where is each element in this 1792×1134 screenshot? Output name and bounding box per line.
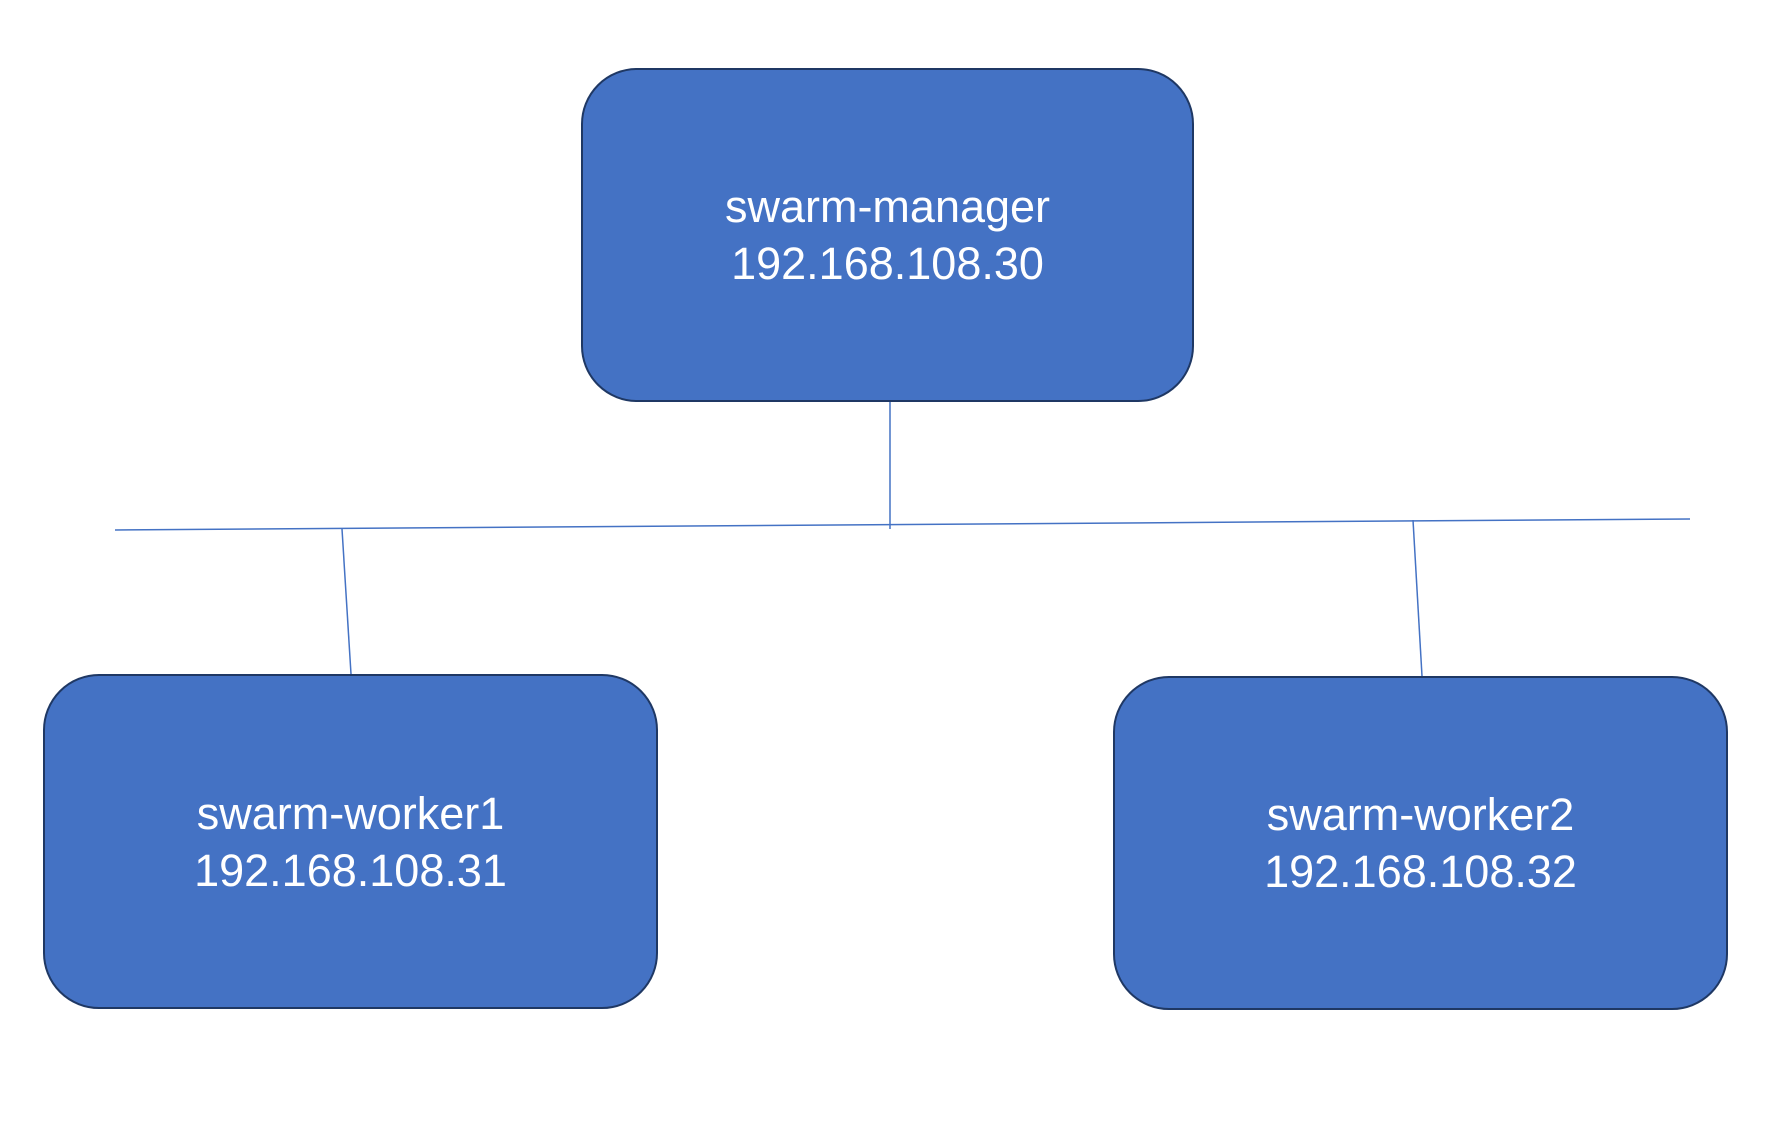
node-name: swarm-manager [724, 181, 1051, 232]
node-swarm-worker2: swarm-worker2 192.168.108.32 [1113, 676, 1728, 1010]
node-ip: 192.168.108.31 [194, 844, 507, 896]
node-ip: 192.168.108.32 [1264, 846, 1577, 897]
network-bus-line [114, 518, 1691, 531]
node-ip: 192.168.108.30 [731, 238, 1044, 289]
worker2-connector [1412, 519, 1423, 677]
node-name: swarm-worker2 [1266, 789, 1575, 840]
node-name: swarm-worker1 [196, 787, 505, 839]
node-swarm-worker1: swarm-worker1 192.168.108.31 [43, 674, 658, 1009]
node-swarm-manager: swarm-manager 192.168.108.30 [581, 68, 1194, 402]
worker1-connector [341, 528, 352, 675]
